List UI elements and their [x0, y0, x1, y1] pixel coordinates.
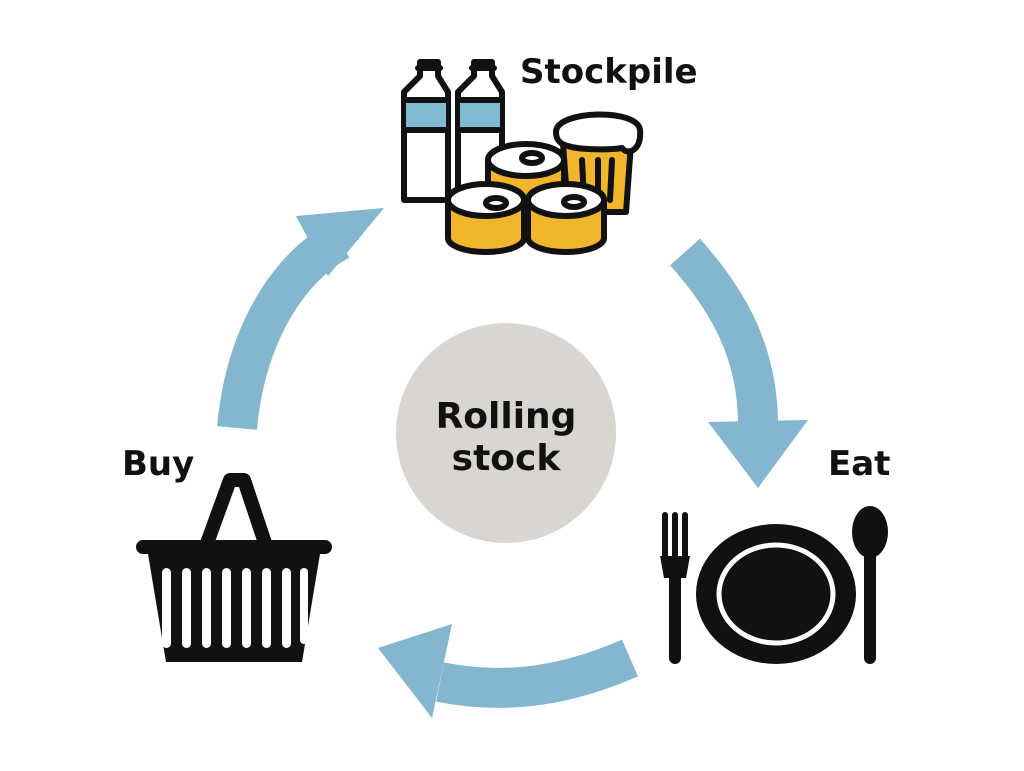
can-icon: [445, 181, 527, 255]
center-node: Rolling stock: [396, 323, 616, 543]
stockpile-icon: [401, 59, 644, 255]
can-icon: [525, 181, 607, 255]
eat-label: Eat: [828, 444, 890, 484]
buy-label: Buy: [122, 444, 194, 484]
center-label-line2: stock: [452, 438, 562, 479]
basket-icon: [136, 473, 332, 662]
fork-icon: [660, 512, 690, 664]
plate-icon: [696, 524, 856, 664]
arrow-eat-to-buy: [378, 624, 638, 718]
arrow-stockpile-to-eat: [670, 238, 808, 488]
spoon-icon: [852, 506, 888, 664]
stockpile-label: Stockpile: [520, 52, 698, 92]
eat-icon: [660, 506, 888, 664]
arrow-buy-to-stockpile: [217, 208, 384, 431]
water-bottle-icon: [401, 59, 451, 203]
center-label-line1: Rolling: [436, 396, 577, 437]
center-circle: [396, 323, 616, 543]
